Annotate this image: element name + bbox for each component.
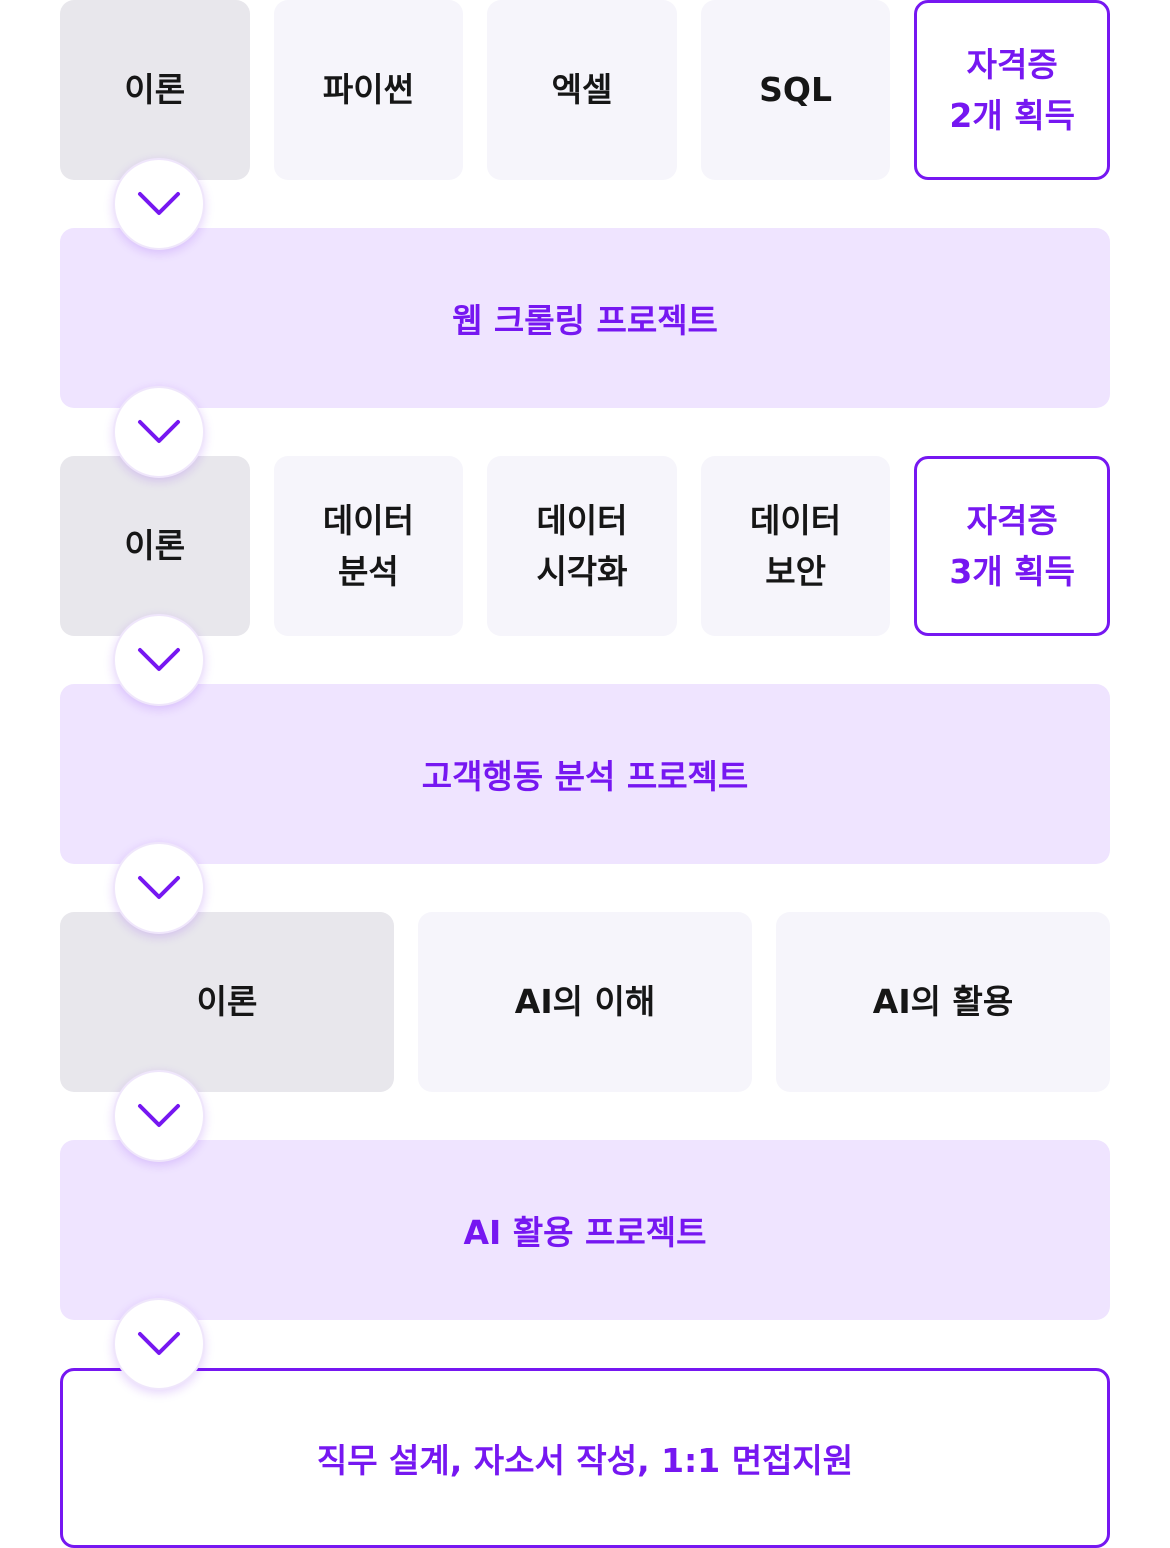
chevron-down-icon bbox=[138, 648, 180, 671]
stage1-sql-card: SQL bbox=[700, 0, 891, 180]
stage1-project-band: 웹 크롤링 프로젝트 bbox=[60, 228, 1110, 408]
flow-arrow-6 bbox=[113, 1298, 205, 1390]
chevron-down-icon bbox=[138, 192, 180, 215]
flow-arrow-1 bbox=[113, 158, 205, 250]
stage2-data-analysis-card: 데이터 분석 bbox=[273, 456, 464, 636]
stage1-excel-card: 엑셀 bbox=[487, 0, 677, 180]
stage2-theory-card: 이론 bbox=[60, 456, 250, 636]
stage2-project-band: 고객행동 분석 프로젝트 bbox=[60, 684, 1110, 864]
flow-arrow-5 bbox=[113, 1070, 205, 1162]
chevron-down-icon bbox=[138, 876, 180, 899]
career-support-box: 직무 설계, 자소서 작성, 1:1 면접지원 bbox=[60, 1368, 1110, 1548]
stage3-project-band: AI 활용 프로젝트 bbox=[60, 1140, 1110, 1320]
stage2-course-row: 이론 데이터 분석 데이터 시각화 데이터 보안 자격증 3개 획득 bbox=[60, 456, 1110, 636]
stage1-course-row: 이론 파이썬 엑셀 SQL 자격증 2개 획득 bbox=[60, 0, 1110, 180]
stage3-theory-card: 이론 bbox=[60, 912, 394, 1092]
stage1-python-card: 파이썬 bbox=[273, 0, 464, 180]
chevron-down-icon bbox=[138, 1104, 180, 1127]
stage2-data-security-card: 데이터 보안 bbox=[700, 456, 891, 636]
stage3-ai-understanding-card: AI의 이해 bbox=[418, 912, 752, 1092]
chevron-down-icon bbox=[138, 1332, 180, 1355]
stage1-cert-card: 자격증 2개 획득 bbox=[914, 0, 1110, 180]
stage2-cert-card: 자격증 3개 획득 bbox=[914, 456, 1110, 636]
chevron-down-icon bbox=[138, 420, 180, 443]
flow-arrow-4 bbox=[113, 842, 205, 934]
stage3-ai-application-card: AI의 활용 bbox=[776, 912, 1110, 1092]
stage3-course-row: 이론 AI의 이해 AI의 활용 bbox=[60, 912, 1110, 1092]
stage2-data-visualization-card: 데이터 시각화 bbox=[487, 456, 677, 636]
flow-arrow-3 bbox=[113, 614, 205, 706]
flow-arrow-2 bbox=[113, 386, 205, 478]
stage1-theory-card: 이론 bbox=[60, 0, 250, 180]
